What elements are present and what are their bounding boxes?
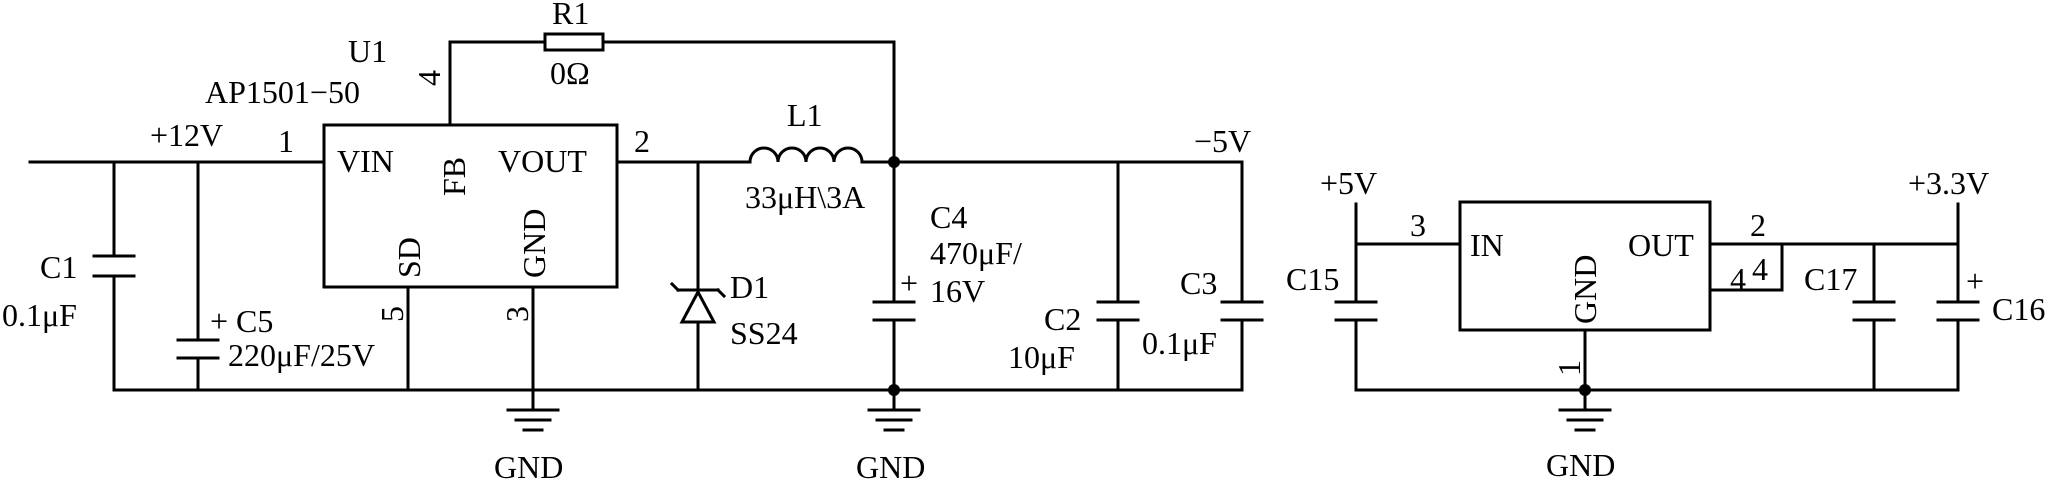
c4-capacitor	[872, 300, 916, 322]
r1-value: 0Ω	[550, 55, 590, 91]
d1-ref: D1	[730, 269, 769, 305]
ground-symbol-right	[1558, 408, 1612, 432]
u1-pin5-number: 5	[374, 306, 410, 322]
c1-value: 0.1μF	[2, 297, 77, 333]
u1-pin-vout-label: VOUT	[498, 143, 587, 179]
c4-value-line1: 470μF/	[930, 235, 1022, 271]
c5-value: 220μF/25V	[228, 337, 375, 373]
c2-value: 10μF	[1008, 339, 1075, 375]
d1-schottky-diode	[669, 281, 727, 324]
u1-pin3-number: 3	[499, 306, 535, 322]
left-circuit-wires	[28, 40, 1244, 412]
u1-pin-fb-label: FB	[436, 157, 472, 196]
u1-pin-vin-label: VIN	[337, 143, 394, 179]
u1-pin4-number: 4	[411, 70, 447, 86]
u1-regulator: VIN VOUT FB GND SD	[322, 123, 619, 289]
c1-capacitor	[92, 254, 136, 278]
c3-value: 0.1μF	[1142, 325, 1217, 361]
c3-ref: C3	[1180, 265, 1217, 301]
c4-value-line2: 16V	[930, 273, 985, 309]
u1-ref: U1	[348, 33, 387, 69]
net-label-plus3v3: +3.3V	[1908, 165, 1989, 201]
ground-symbol-left	[506, 408, 560, 432]
net-label-plus12v: +12V	[150, 117, 223, 153]
u2-pin4-number: 4	[1752, 251, 1768, 287]
u2-pin3-number: 3	[1410, 207, 1426, 243]
u1-pin-gnd-label: GND	[516, 209, 552, 278]
u2-pin-gnd-label: GND	[1567, 255, 1603, 324]
u1-pin-sd-label: SD	[391, 237, 427, 278]
l1-ref: L1	[787, 97, 823, 133]
c15-ref: C15	[1286, 261, 1339, 297]
c4-polarity: +	[900, 265, 918, 301]
c16-capacitor	[1936, 300, 1980, 322]
ground-label-right: GND	[1546, 447, 1615, 483]
d1-value: SS24	[730, 315, 798, 351]
c1-ref: C1	[40, 249, 77, 285]
ground-symbol-middle	[867, 408, 921, 432]
u2-link-box-number: 4	[1730, 261, 1746, 297]
net-label-plus5v: +5V	[1320, 165, 1377, 201]
c5-polarity: +	[210, 303, 228, 339]
c5-ref: C5	[236, 303, 273, 339]
c2-capacitor	[1096, 300, 1140, 322]
u1-part: AP1501−50	[205, 74, 360, 110]
ground-label-middle: GND	[856, 449, 925, 484]
c2-ref: C2	[1044, 301, 1081, 337]
u2-pin-in-label: IN	[1470, 227, 1504, 263]
c17-capacitor	[1852, 300, 1896, 322]
u2-regulator: IN OUT GND	[1458, 200, 1712, 332]
r1-resistor	[543, 32, 605, 52]
ground-label-left: GND	[494, 449, 563, 484]
net-label-minus5v: −5V	[1194, 123, 1251, 159]
c3-capacitor	[1220, 300, 1264, 322]
c4-ref: C4	[930, 199, 967, 235]
c15-capacitor	[1334, 300, 1378, 322]
c17-ref: C17	[1804, 261, 1857, 297]
u1-pin2-number: 2	[634, 123, 650, 159]
c5-capacitor	[176, 338, 220, 360]
u2-pin2-number: 2	[1750, 207, 1766, 243]
c16-polarity: +	[1966, 263, 1984, 299]
l1-value: 33μH\3A	[745, 179, 865, 215]
l1-inductor	[748, 146, 864, 164]
u2-pin-out-label: OUT	[1628, 227, 1694, 263]
r1-ref: R1	[552, 0, 589, 31]
u1-pin1-number: 1	[278, 123, 294, 159]
u2-pin1-number: 1	[1551, 360, 1587, 376]
right-circuit-wires	[1354, 202, 1960, 412]
c16-ref: C16	[1992, 291, 2045, 327]
